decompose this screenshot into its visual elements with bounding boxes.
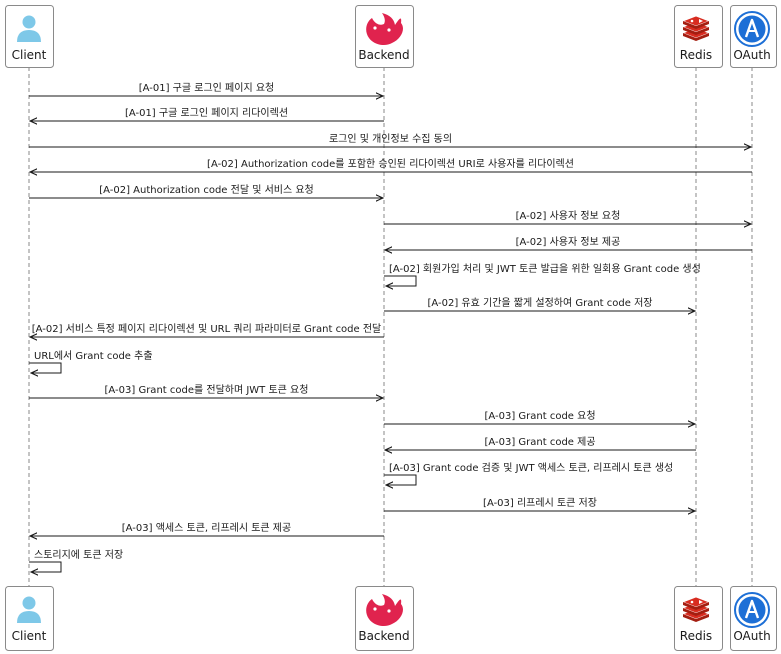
message-arrow xyxy=(29,362,62,373)
messages: [A-01] 구글 로그인 페이지 요청 [A-01] 구글 로그인 페이지 리다… xyxy=(29,82,752,572)
oauth-badge-icon xyxy=(734,11,770,47)
participant-backend-bottom: Backend xyxy=(355,586,414,651)
participant-label: Client xyxy=(12,629,47,643)
participant-label: OAuth xyxy=(733,48,770,62)
redis-logo-icon xyxy=(681,596,711,622)
redis-logo-icon xyxy=(681,15,711,41)
oauth-badge-icon xyxy=(734,592,770,628)
message: [A-01] 구글 로그인 페이지 리다이렉션 xyxy=(30,107,384,121)
message: [A-03] Grant code를 전달하며 JWT 토큰 요청 xyxy=(29,383,383,398)
message-label: [A-01] 구글 로그인 페이지 요청 xyxy=(139,82,274,94)
message-label: [A-03] Grant code 제공 xyxy=(484,436,595,448)
message: [A-01] 구글 로그인 페이지 요청 xyxy=(29,82,383,96)
message-arrow xyxy=(384,275,417,286)
message: [A-02] 유효 기간을 짧게 설정하여 Grant code 저장 xyxy=(384,296,695,311)
message-label: [A-02] 유효 기간을 짧게 설정하여 Grant code 저장 xyxy=(428,296,653,309)
message-label: [A-03] Grant code를 전달하며 JWT 토큰 요청 xyxy=(105,383,309,396)
message: 로그인 및 개인정보 수집 동의 xyxy=(29,133,751,147)
message-label: [A-02] 회원가입 처리 및 JWT 토큰 발급을 위한 일회용 Grant… xyxy=(389,262,701,275)
self-message: 스토리지에 토큰 저장 xyxy=(29,549,123,572)
message: [A-02] 서비스 특정 페이지 리다이렉션 및 URL 쿼리 파라미터로 G… xyxy=(30,323,384,337)
participant-label: OAuth xyxy=(733,629,770,643)
message-label: [A-02] Authorization code 전달 및 서비스 요청 xyxy=(99,184,314,196)
message: [A-03] 리프레시 토큰 저장 xyxy=(384,497,695,511)
user-icon xyxy=(17,596,41,623)
message: [A-02] Authorization code를 포함한 승인된 리다이렉션… xyxy=(30,158,752,172)
message-label: [A-03] 리프레시 토큰 저장 xyxy=(483,497,597,509)
message-label: [A-02] 서비스 특정 페이지 리다이렉션 및 URL 쿼리 파라미터로 G… xyxy=(32,323,382,335)
message-label: [A-03] Grant code 검증 및 JWT 액세스 토큰, 리프레시 … xyxy=(389,462,673,474)
message-label: 로그인 및 개인정보 수집 동의 xyxy=(329,133,452,145)
message-label: URL에서 Grant code 추출 xyxy=(34,350,153,362)
participant-oauth-top: OAuth xyxy=(730,5,777,68)
message-label: [A-02] Authorization code를 포함한 승인된 리다이렉션… xyxy=(207,158,574,170)
participant-label: Redis xyxy=(680,48,712,62)
self-message: URL에서 Grant code 추출 xyxy=(29,350,153,373)
message: [A-03] 액세스 토큰, 리프레시 토큰 제공 xyxy=(30,522,384,536)
participant-client-bottom: Client xyxy=(5,586,54,651)
participant-oauth-bottom: OAuth xyxy=(730,586,777,651)
message: [A-03] Grant code 제공 xyxy=(385,436,696,450)
nestjs-logo-icon xyxy=(366,13,403,46)
message: [A-03] Grant code 요청 xyxy=(384,410,695,424)
participant-backend-top: Backend xyxy=(355,5,414,68)
self-message: [A-02] 회원가입 처리 및 JWT 토큰 발급을 위한 일회용 Grant… xyxy=(384,262,701,286)
lifelines xyxy=(28,67,753,586)
message: [A-02] 사용자 정보 제공 xyxy=(385,236,752,250)
participant-client-top: Client xyxy=(5,5,54,68)
message-label: [A-03] 액세스 토큰, 리프레시 토큰 제공 xyxy=(122,522,291,534)
message-arrow xyxy=(29,561,62,572)
message-label: [A-02] 사용자 정보 제공 xyxy=(516,236,621,248)
participants: ClientClientBackendBackendRedisRedisOAut… xyxy=(5,5,777,651)
message: [A-02] 사용자 정보 요청 xyxy=(384,210,751,224)
message: [A-02] Authorization code 전달 및 서비스 요청 xyxy=(29,184,383,198)
participant-label: Client xyxy=(12,48,47,62)
message-label: [A-01] 구글 로그인 페이지 리다이렉션 xyxy=(125,107,288,119)
message-arrow xyxy=(384,474,417,485)
nestjs-logo-icon xyxy=(366,594,403,627)
participant-redis-bottom: Redis xyxy=(674,586,723,651)
participant-label: Backend xyxy=(358,629,409,643)
participant-label: Redis xyxy=(680,629,712,643)
message-label: [A-02] 사용자 정보 요청 xyxy=(516,210,621,222)
user-icon xyxy=(17,15,41,42)
self-message: [A-03] Grant code 검증 및 JWT 액세스 토큰, 리프레시 … xyxy=(384,462,673,485)
participant-redis-top: Redis xyxy=(674,5,723,68)
participant-label: Backend xyxy=(358,48,409,62)
message-label: 스토리지에 토큰 저장 xyxy=(34,549,123,561)
message-label: [A-03] Grant code 요청 xyxy=(484,410,595,422)
